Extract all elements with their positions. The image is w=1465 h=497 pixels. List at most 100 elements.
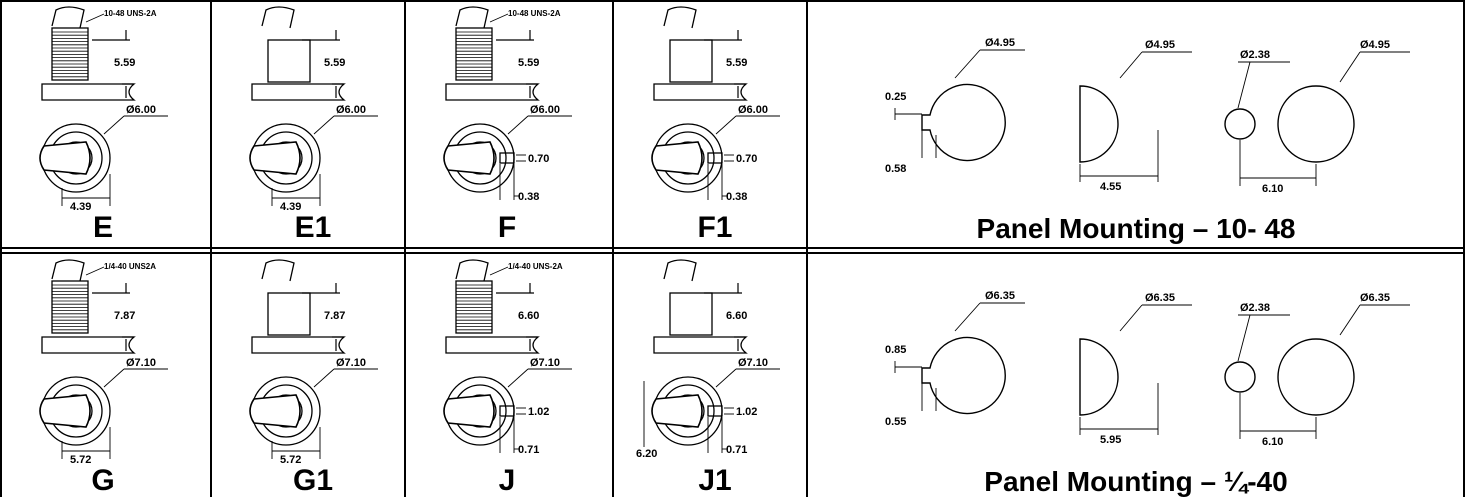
panel-mounting-title: Panel Mounting – ¼-40 [984,466,1287,497]
hole3-diameter-label: Ø4.95 [1360,39,1390,51]
switch-base [41,336,136,354]
cell-label: G1 [293,464,333,497]
keyway [707,152,723,164]
diameter-label: Ø7.10 [336,357,366,369]
dimension-line [85,13,105,23]
hole3-diameter-label: Ø6.35 [1360,292,1390,304]
thread-label: 10-48 UNS-2A [508,9,561,18]
lever-face-icon [39,394,91,428]
key-width-label: 0.70 [528,153,549,165]
height-label: 5.59 [324,57,345,69]
diameter-label: Ø6.00 [126,104,156,116]
height-label: 5.59 [726,57,747,69]
thread-label: 1/4-40 UNS-2A [508,262,563,271]
panel-mounting-1: Ø4.950.250.58Ø4.954.55Ø2.38Ø4.956.10Pane… [885,37,1410,244]
panel-mounting-title: Panel Mounting – 10- 48 [977,213,1296,244]
hole1-diameter-label: Ø6.35 [985,290,1015,302]
lever-face-icon [249,141,301,175]
key-depth-label: 0.71 [726,444,747,456]
lever-icon [455,259,489,282]
diameter-label: Ø7.10 [126,357,156,369]
diameter-label: Ø6.00 [530,104,560,116]
lever-icon [261,259,295,282]
hole1-diameter-label: Ø4.95 [985,37,1015,49]
height-label: 5.59 [518,57,539,69]
bushing [267,39,311,83]
dimension-line [313,115,335,135]
key-depth-label: 0.71 [518,444,539,456]
key-width-label: 1.02 [528,406,549,418]
panel-mounting-2: Ø6.350.850.55Ø6.355.95Ø2.38Ø6.356.10Pane… [885,290,1410,497]
lever-face-icon [443,394,495,428]
width-label: 5.72 [70,454,91,466]
bushing [267,292,311,336]
diameter-label: Ø7.10 [738,357,768,369]
notch-depth-label: 0.55 [885,416,906,428]
flat-label: 4.55 [1100,181,1121,193]
cell-label: E1 [295,211,332,244]
diameter-label: Ø6.00 [336,104,366,116]
flat-hole [1079,85,1119,163]
height-label: 6.60 [726,310,747,322]
dimension-line [1237,314,1251,362]
switch-base [251,83,346,101]
dimension-line [954,302,981,332]
dimension-line [1119,304,1143,332]
offset-label: 6.20 [636,448,657,460]
cell-label: G [91,464,114,497]
dimension-line [507,368,529,388]
bushing [669,39,713,83]
small-hole [1224,108,1256,140]
dimension-line [954,49,981,79]
keyway [707,405,723,417]
lever-face-icon [249,394,301,428]
switch-base [445,336,540,354]
lever-icon [51,6,85,29]
cell-label: E [93,211,113,244]
switch-base [251,336,346,354]
dimension-line [85,266,105,276]
cell-label: J1 [698,464,731,497]
dimension-line [103,115,125,135]
dimension-line [715,115,737,135]
lever-icon [663,6,697,29]
height-label: 7.87 [324,310,345,322]
small-diameter-label: Ø2.38 [1240,49,1270,61]
lever-icon [51,259,85,282]
small-diameter-label: Ø2.38 [1240,302,1270,314]
key-depth-label: 0.38 [726,191,747,203]
hole2-diameter-label: Ø4.95 [1145,39,1175,51]
lever-face-icon [651,394,703,428]
switch-base [653,83,748,101]
thread-label: 1/4-40 UNS2A [104,262,156,271]
dimension-line [1119,51,1143,79]
small-hole [1224,361,1256,393]
lever-icon [663,259,697,282]
notched-hole [921,336,1006,415]
thread-label: 10-48 UNS-2A [104,9,157,18]
dimension-line [489,266,509,276]
hole2-diameter-label: Ø6.35 [1145,292,1175,304]
dimension-line [1339,304,1361,336]
key-depth-label: 0.38 [518,191,539,203]
keyway [499,152,515,164]
notched-hole [921,83,1006,162]
notch-width-label: 0.25 [885,91,906,103]
lever-face-icon [39,141,91,175]
dimension-line [103,368,125,388]
keyway [499,405,515,417]
spacing-label: 6.10 [1262,183,1283,195]
height-label: 6.60 [518,310,539,322]
diameter-label: Ø6.00 [738,104,768,116]
large-hole [1277,85,1355,163]
dimension-line [313,368,335,388]
lever-face-icon [443,141,495,175]
